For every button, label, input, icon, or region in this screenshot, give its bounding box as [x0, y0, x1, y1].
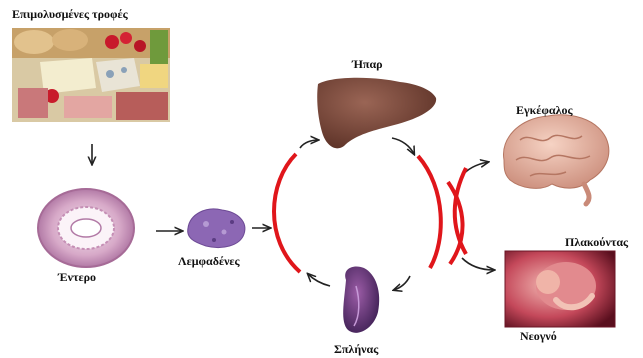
arrow-to-spleen	[394, 276, 410, 290]
label-contaminated-food: Επιμολυσμένες τροφές	[12, 7, 128, 22]
spleen-icon	[343, 267, 379, 333]
red-arc-right	[418, 156, 441, 268]
red-arc-left	[274, 154, 300, 272]
intestine-icon	[38, 189, 134, 267]
food-photo	[12, 28, 170, 122]
label-newborn: Νεογνό	[520, 329, 557, 344]
label-liver: Ήπαρ	[352, 57, 383, 72]
arrow-to-liver	[300, 140, 318, 148]
cycle-arcs	[274, 154, 466, 272]
brain-icon	[503, 115, 608, 204]
liver-icon	[317, 78, 436, 149]
label-intestine: Έντερο	[58, 270, 96, 285]
placenta-fetus-icon	[505, 251, 615, 327]
label-placenta: Πλακούντας	[565, 235, 628, 250]
arrow-liver-out	[392, 138, 414, 154]
label-spleen: Σπλήνας	[334, 342, 378, 357]
label-brain: Εγκέφαλος	[516, 103, 573, 118]
label-lymph-nodes: Λεμφαδένες	[178, 254, 240, 269]
arrow-spleen-out	[308, 274, 330, 286]
lymph-node-icon	[188, 209, 245, 248]
arrow-to-placenta	[462, 258, 494, 270]
